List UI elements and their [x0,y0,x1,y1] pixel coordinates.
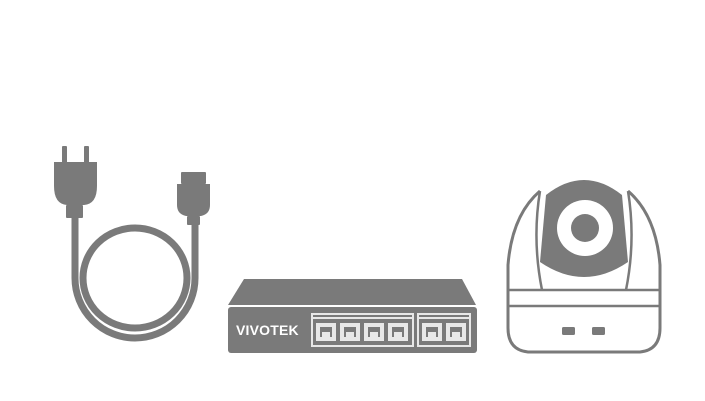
poe-port-inner [322,332,402,337]
connector-body [177,184,210,216]
plug-prong-left [62,146,67,164]
camera-indicator-right [592,327,605,335]
power-cable-icon [54,146,210,342]
uplink-port-group [417,313,471,347]
ptz-camera-icon [506,180,662,354]
plug-body [54,162,97,205]
switch-brand-label: VIVOTEK [236,322,299,338]
camera-arm-right [624,190,633,291]
cable-wire [71,214,199,342]
connector-tip [181,172,206,184]
poe-switch-icon: VIVOTEK [228,279,477,353]
camera-indicator-left [562,327,575,335]
uplink-port-inner [428,332,460,337]
camera-arm-left [535,190,544,291]
switch-top [228,279,476,305]
plug-prong-right [84,146,89,164]
plug-neck [66,205,83,218]
poe-port-group [311,313,414,347]
camera-lens [571,214,599,242]
